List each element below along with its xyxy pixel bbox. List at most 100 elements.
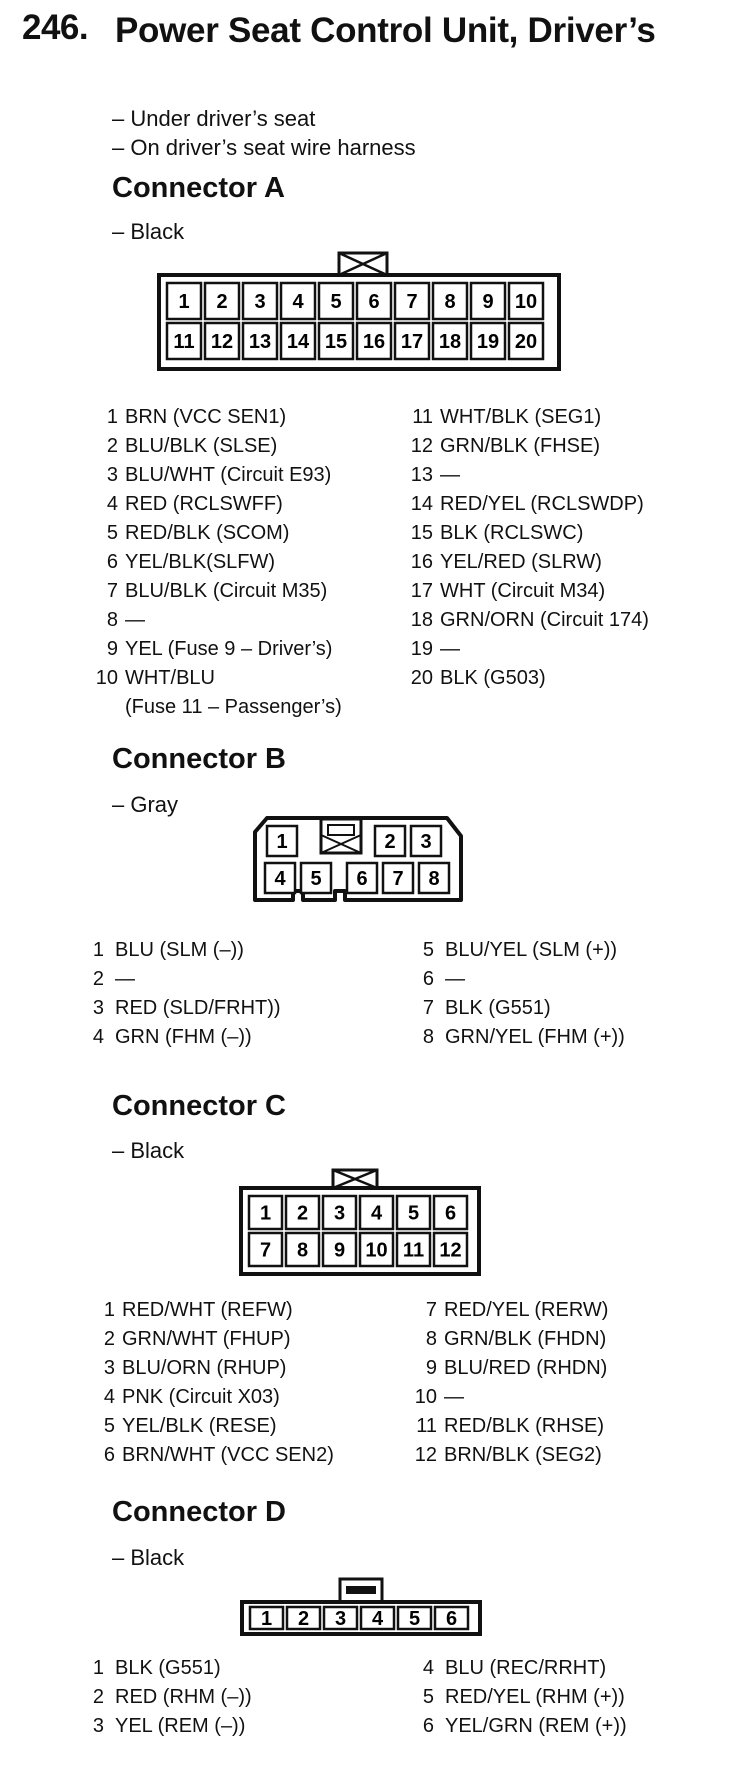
pin-label: 6: [356, 868, 367, 890]
connector-c-pin-2: 2: [284, 1194, 321, 1231]
pin-number: 3: [103, 1357, 115, 1379]
pin-label: 19: [477, 331, 499, 353]
connector-b-pin-1: 1: [265, 824, 299, 858]
connector-c-pin-10: 10: [358, 1231, 395, 1268]
pin-label: 8: [444, 291, 455, 313]
pin-desc: BLU/YEL (SLM (+)): [445, 939, 618, 961]
pin-desc: BLU/ORN (RHUP): [122, 1357, 287, 1379]
pin-label: 12: [439, 1240, 461, 1262]
pin-desc: GRN/BLK (FHSE): [440, 435, 601, 457]
pin-number: 8: [425, 1328, 437, 1350]
connector-a-pin-6: 6: [355, 281, 393, 321]
connector-a-title: Connector A: [112, 172, 285, 204]
pin-number: 1: [106, 406, 118, 428]
connector-b-pin-4: 4: [263, 861, 297, 895]
pin-label: 6: [446, 1608, 457, 1630]
connector-a-pin-2: 2: [203, 281, 241, 321]
pin-number: 5: [103, 1415, 115, 1437]
pin-number: 9: [106, 638, 118, 660]
pin-desc: —: [125, 609, 145, 631]
pin-number: 2: [106, 435, 118, 457]
pin-label: 4: [292, 291, 304, 313]
pin-number: 14: [410, 493, 433, 515]
pin-label: 2: [298, 1608, 309, 1630]
pin-label: 11: [173, 331, 194, 353]
pin-number: 5: [422, 939, 434, 961]
pin-desc: BRN/BLK (SEG2): [444, 1444, 602, 1466]
pin-desc: BLK (G503): [440, 667, 546, 689]
connector-a-pin-8: 8: [431, 281, 469, 321]
location-item: – On driver’s seat wire harness: [112, 135, 416, 160]
pin-number: 1: [92, 939, 104, 961]
pin-number: 6: [106, 551, 118, 573]
connector-a-pin-14: 14: [279, 321, 317, 361]
connector-b-title: Connector B: [112, 743, 286, 775]
pin-number: 8: [422, 1026, 434, 1048]
pin-label: 7: [260, 1240, 271, 1262]
connector-d-latch: [338, 1577, 384, 1604]
connector-d-pin-6: 6: [433, 1605, 470, 1631]
pin-number: 6: [422, 968, 434, 990]
pin-number: 6: [103, 1444, 115, 1466]
pin-desc: BLK (G551): [445, 997, 551, 1019]
pin-label: 3: [254, 291, 265, 313]
pin-desc: RED/BLK (SCOM): [125, 522, 290, 544]
connector-b-pin-8: 8: [417, 861, 451, 895]
pin-row: 2—: [70, 965, 281, 994]
connector-a-pin-19: 19: [469, 321, 507, 361]
connector-c-pin-4: 4: [358, 1194, 395, 1231]
pin-label: 10: [515, 291, 537, 313]
connector-a-pin-3: 3: [241, 281, 279, 321]
pin-label: 14: [287, 331, 310, 353]
pin-desc: RED/YEL (RCLSWDP): [440, 493, 644, 515]
connector-a-pin-4: 4: [279, 281, 317, 321]
pin-desc: WHT/BLU: [125, 667, 215, 689]
connector-a-pin-5: 5: [317, 281, 355, 321]
pin-desc: BRN/WHT (VCC SEN2): [122, 1444, 334, 1466]
pin-row: 6—: [400, 965, 625, 994]
pin-label: 13: [249, 331, 271, 353]
title-text: Power Seat Control Unit, Driver’s: [115, 11, 656, 50]
pin-number: 8: [106, 609, 118, 631]
pin-desc: (Fuse 11 – Passenger’s): [125, 696, 342, 718]
pin-desc: YEL (Fuse 9 – Driver’s): [125, 638, 333, 660]
pin-desc: YEL (REM (–)): [115, 1715, 246, 1737]
pin-number: 18: [410, 609, 433, 631]
pin-desc: YEL/BLK(SLFW): [125, 551, 276, 573]
connector-d-pin-5: 5: [396, 1605, 433, 1631]
pin-desc: PNK (Circuit X03): [122, 1386, 280, 1408]
pin-desc: —: [444, 1386, 464, 1408]
connector-b-pin-6: 6: [345, 861, 379, 895]
connector-a-pin-11: 11: [165, 321, 203, 361]
connector-c-pin-8: 8: [284, 1231, 321, 1268]
pin-number: 6: [422, 1715, 434, 1737]
pin-desc: BLU/BLK (Circuit M35): [125, 580, 328, 602]
pin-label: 17: [401, 331, 423, 353]
pin-label: 4: [274, 868, 286, 890]
connector-a-pin-15: 15: [317, 321, 355, 361]
pin-row: 3 BLU/ORN (RHUP): [87, 1354, 334, 1383]
connector-c-pin-9: 9: [321, 1231, 358, 1268]
pin-number: 3: [106, 464, 118, 486]
pin-label: 5: [408, 1203, 419, 1225]
pin-number: 2: [103, 1328, 115, 1350]
pin-desc: BLK (G551): [115, 1657, 221, 1679]
pin-label: 6: [445, 1203, 456, 1225]
pin-label: 5: [330, 291, 341, 313]
pin-desc: WHT (Circuit M34): [440, 580, 606, 602]
